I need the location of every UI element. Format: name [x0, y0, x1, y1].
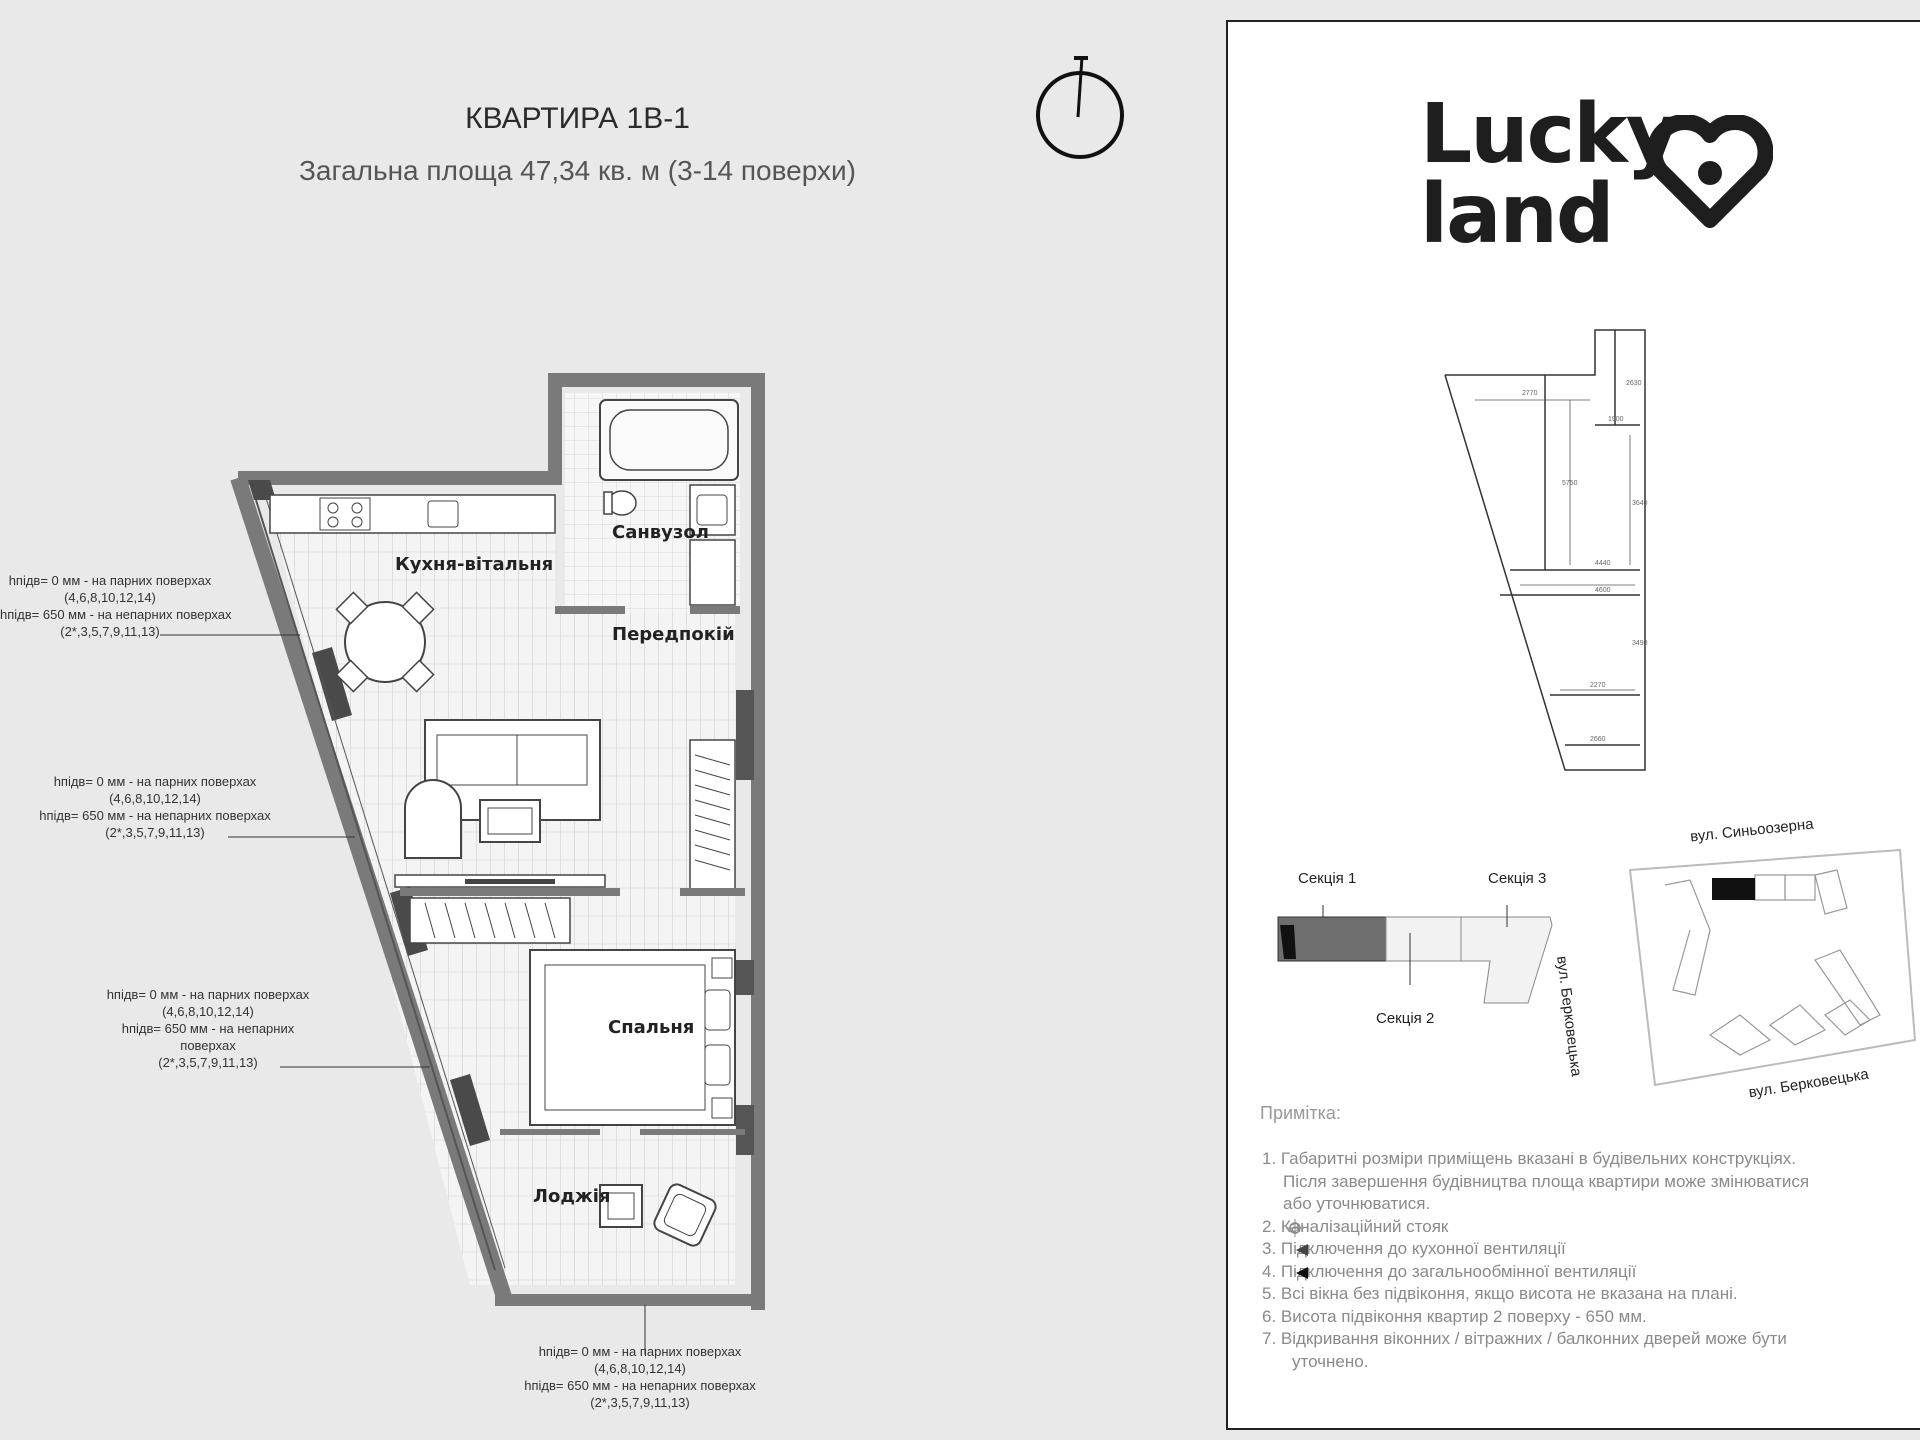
- svg-text:4600: 4600: [1595, 587, 1611, 594]
- small-floor-plan: 2770 1900 2630 5750 3640 4440 4600 3490 …: [1444, 329, 1648, 771]
- section-3-label: Секція 3: [1488, 870, 1547, 887]
- kitchen-counter: [269, 494, 556, 534]
- svg-text:4440: 4440: [1595, 560, 1611, 567]
- note-item: 6. Висота підвіконня квартир 2 поверху -…: [1262, 1306, 1647, 1326]
- note-item: уточнено.: [1292, 1351, 1369, 1371]
- lucky-land-logo: Lucky land: [1420, 87, 1679, 262]
- svg-text:1900: 1900: [1608, 416, 1624, 423]
- washer-cabinet: [689, 539, 736, 606]
- dining-table: [344, 601, 426, 683]
- page-title: КВАРТИРА 1В-1: [465, 102, 690, 135]
- section-3-block: [1460, 916, 1553, 1004]
- svg-text:2660: 2660: [1590, 736, 1606, 743]
- outer-wall: [238, 373, 765, 1310]
- note-item: 1. Габаритні розміри приміщень вказані в…: [1262, 1149, 1797, 1168]
- svg-text:2630: 2630: [1626, 380, 1642, 387]
- note-item: 3. Підключення до кухонної вентиляції: [1262, 1239, 1566, 1258]
- svg-text:3490: 3490: [1632, 640, 1648, 647]
- section-2-block: [1385, 916, 1462, 962]
- svg-text:5750: 5750: [1562, 480, 1578, 487]
- bathtub: [599, 399, 739, 481]
- room-label-bedroom: Спальня: [608, 1017, 694, 1038]
- room-label-hallway: Передпокій: [612, 624, 735, 645]
- sewer-riser-icon: [1286, 1218, 1304, 1237]
- building-highlight: [1712, 878, 1755, 900]
- sill-note-1: hпідв= 0 мм - на парних поверхах(4,6,8,1…: [0, 573, 232, 639]
- bath-sink: [689, 484, 736, 536]
- general-vent-icon: [1296, 1266, 1308, 1279]
- heart-logo-icon: [1648, 115, 1773, 228]
- bed: [529, 949, 736, 1126]
- note-item: 4. Підключення до загальнообмінної венти…: [1262, 1261, 1637, 1281]
- svg-text:2770: 2770: [1522, 390, 1538, 397]
- room-label-kitchen: Кухня-вітальня: [395, 554, 553, 575]
- room-label-bathroom: Санвузол: [612, 522, 709, 543]
- note-item: Після завершення будівництва площа кварт…: [1283, 1171, 1810, 1191]
- notes-title: Примітка:: [1260, 1103, 1341, 1123]
- svg-text:3640: 3640: [1632, 500, 1648, 507]
- note-item: або уточнюватися.: [1283, 1194, 1431, 1213]
- note-item: 5. Всі вікна без підвіконня, якщо висота…: [1262, 1284, 1738, 1303]
- room-label-loggia: Лоджія: [533, 1186, 611, 1207]
- kitchen-vent-icon: [1296, 1244, 1308, 1256]
- section-1-block: [1277, 916, 1387, 962]
- notes-list: 1. Габаритні розміри приміщень вказані в…: [1262, 1148, 1920, 1373]
- svg-text:2270: 2270: [1590, 682, 1606, 689]
- sill-note-2: hпідв= 0 мм - на парних поверхах(4,6,8,1…: [39, 774, 271, 840]
- north-compass-icon: [1036, 56, 1124, 159]
- apartment-floor-plan: Кухня-вітальня Санвузол Передпокій Спаль…: [160, 373, 765, 1355]
- site-plan: [1628, 848, 1917, 1087]
- note-item: 7. Відкривання віконних / вітражних / ба…: [1262, 1329, 1787, 1348]
- sill-note-4: hпідв= 0 мм - на парних поверхах(4,6,8,1…: [524, 1344, 756, 1410]
- section-1-label: Секція 1: [1298, 870, 1357, 887]
- floor-plan-area: КВАРТИРА 1В-1 Загальна площа 47,34 кв. м…: [0, 56, 1124, 1410]
- page-subtitle: Загальна площа 47,34 кв. м (3-14 поверхи…: [299, 155, 856, 186]
- sections-diagram: [1277, 905, 1553, 1004]
- info-panel: [1226, 20, 1920, 1430]
- section-2-label: Секція 2: [1376, 1010, 1435, 1027]
- note-item: 2. Каналізаційний стояк: [1262, 1216, 1449, 1237]
- slanted-wall: [230, 475, 513, 1303]
- sill-note-3: hпідв= 0 мм - на парних поверхах(4,6,8,1…: [106, 987, 310, 1070]
